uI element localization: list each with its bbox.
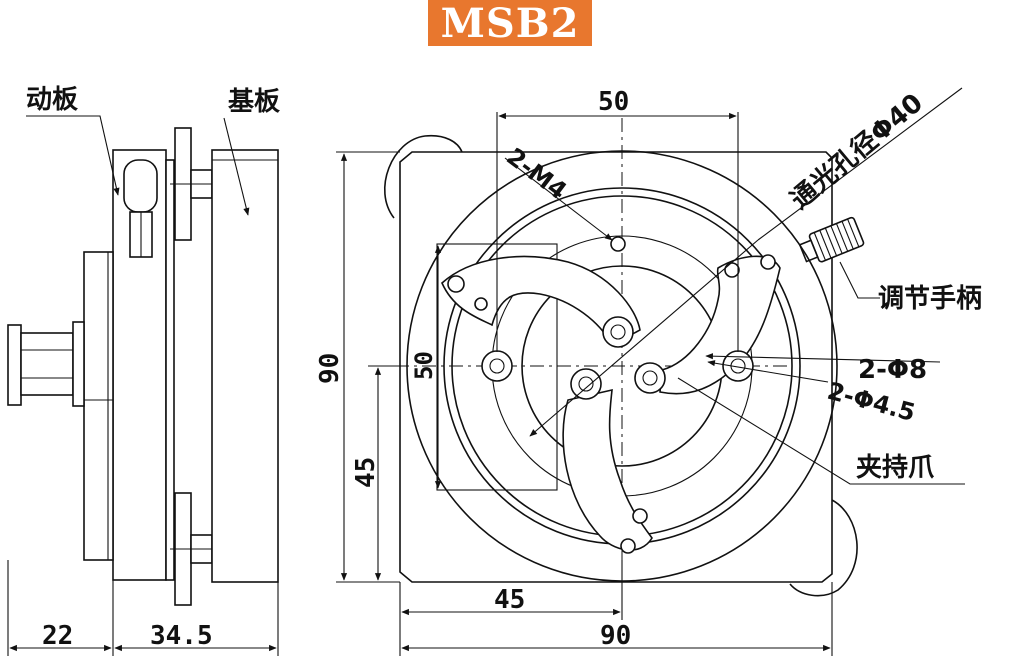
- spacer: [165, 159, 175, 581]
- front-view: 通光孔径Φ40 2-M4 调节手柄 2-Φ8 2-Φ4.5 夹持爪 50 50 …: [315, 87, 982, 656]
- pivot-holes: [481, 236, 754, 400]
- dim-total-width: 90: [600, 621, 631, 651]
- moving-plate-label: 动板: [26, 85, 78, 115]
- front-knob-cap: [7, 324, 22, 406]
- product-title: MSB2: [428, 0, 592, 47]
- front-knob-collar: [72, 321, 85, 407]
- top-pin: [123, 159, 158, 213]
- corner-bump-br: [789, 499, 858, 597]
- adjust-handle-knob: [798, 216, 865, 263]
- clamp-jaw-3: [562, 388, 653, 551]
- dim-half-height: 45: [351, 457, 381, 488]
- dim-total-height: 90: [315, 353, 345, 384]
- adjust-handle-label: 调节手柄: [878, 284, 982, 314]
- base-plate-label: 基板: [228, 87, 280, 117]
- side-view: 动板 基板 22 34.5: [7, 85, 280, 656]
- base-plate-body: [211, 149, 279, 583]
- front-knob-shaft: [20, 332, 74, 396]
- hole-phi8-label: 2-Φ8: [858, 355, 927, 385]
- dim-side-right: 34.5: [150, 621, 213, 651]
- dim-inner-height: 50: [410, 351, 438, 380]
- clamp-jaw-2: [659, 255, 781, 395]
- dim-side-left: 22: [42, 621, 73, 651]
- front-ring: [83, 251, 114, 561]
- dim-half-width: 45: [494, 585, 525, 615]
- dim-top-width: 50: [598, 87, 629, 117]
- corner-bump-tl: [384, 134, 463, 219]
- clamp-jaw-label: 夹持爪: [856, 453, 935, 483]
